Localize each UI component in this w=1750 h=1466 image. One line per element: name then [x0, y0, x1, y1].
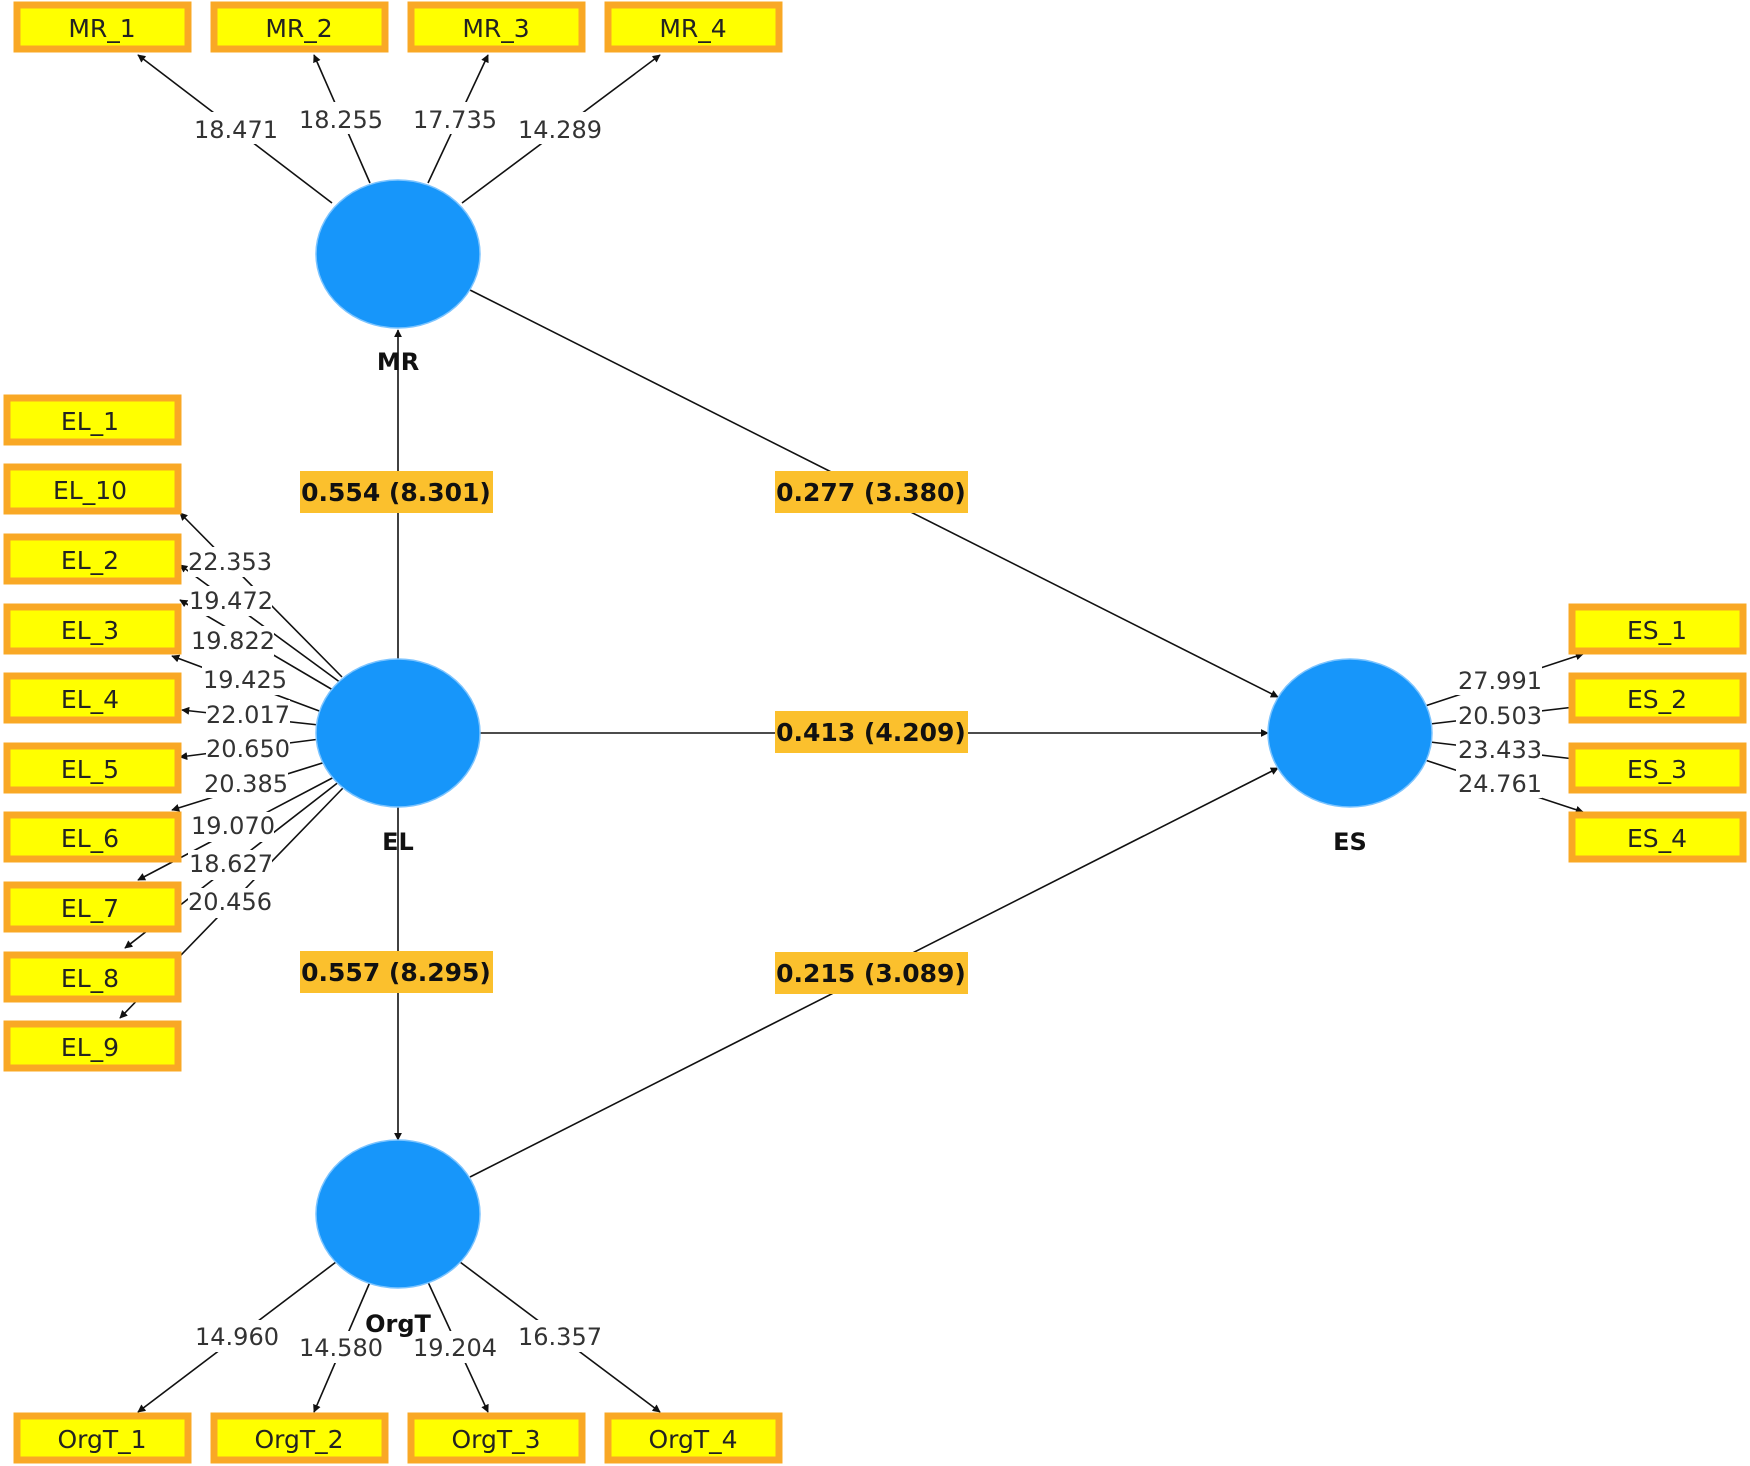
indicator-mr-2[interactable]: MR_2: [265, 14, 332, 43]
indicator-es-2[interactable]: ES_2: [1627, 685, 1687, 714]
indicator-el-6[interactable]: EL_6: [61, 824, 119, 853]
loading-el-10: 19.472: [189, 587, 273, 615]
path-coef-el-mr: 0.554 (8.301): [301, 478, 491, 507]
indicator-mr-4[interactable]: MR_4: [659, 14, 726, 43]
construct-es-label: ES: [1333, 828, 1367, 856]
loading-el-5: 20.650: [206, 735, 290, 763]
loading-el-8: 18.627: [189, 850, 273, 878]
loading-mr-1: 18.471: [194, 116, 278, 144]
indicator-orgt-2[interactable]: OrgT_2: [254, 1425, 343, 1454]
indicator-orgt-1[interactable]: OrgT_1: [57, 1425, 146, 1454]
loading-el-4: 22.017: [206, 701, 290, 729]
path-coef-mr-es: 0.277 (3.380): [776, 478, 966, 507]
construct-es-circle[interactable]: [1267, 658, 1433, 808]
construct-orgt-circle[interactable]: [315, 1139, 481, 1289]
indicator-orgt-3[interactable]: OrgT_3: [451, 1425, 540, 1454]
loading-el-1: 22.353: [188, 548, 272, 576]
path-coef-el-es: 0.413 (4.209): [776, 718, 966, 747]
loading-el-7: 19.070: [191, 812, 275, 840]
indicator-es-4[interactable]: ES_4: [1627, 824, 1687, 853]
indicator-es-1[interactable]: ES_1: [1627, 616, 1687, 645]
loading-orgt-2: 14.580: [299, 1334, 383, 1362]
loading-es-1: 27.991: [1458, 667, 1542, 695]
loading-orgt-3: 19.204: [413, 1334, 497, 1362]
loading-es-3: 23.433: [1458, 736, 1542, 764]
construct-mr-circle[interactable]: [315, 179, 481, 329]
indicator-el-8[interactable]: EL_8: [61, 964, 119, 993]
loading-mr-2: 18.255: [299, 106, 383, 134]
indicator-mr-3[interactable]: MR_3: [462, 14, 529, 43]
indicator-es-3[interactable]: ES_3: [1627, 755, 1687, 784]
indicator-el-4[interactable]: EL_4: [61, 685, 119, 714]
indicator-el-5[interactable]: EL_5: [61, 755, 119, 784]
construct-el-circle[interactable]: [315, 658, 481, 808]
construct-mr-label: MR: [377, 348, 419, 376]
path-coef-orgt-es: 0.215 (3.089): [776, 959, 966, 988]
loading-mr-4: 14.289: [518, 116, 602, 144]
indicator-el-2[interactable]: EL_2: [61, 546, 119, 575]
loading-el-9: 20.456: [188, 888, 272, 916]
loading-mr-3: 17.735: [413, 106, 497, 134]
loading-el-3: 19.425: [203, 666, 287, 694]
indicator-el-9[interactable]: EL_9: [61, 1033, 119, 1062]
loading-orgt-4: 16.357: [518, 1323, 602, 1351]
indicator-el-3[interactable]: EL_3: [61, 616, 119, 645]
construct-el-label: EL: [382, 828, 414, 856]
construct-orgt-label: OrgT: [365, 1310, 431, 1338]
loading-el-6: 20.385: [204, 770, 288, 798]
indicator-el-1[interactable]: EL_1: [61, 407, 119, 436]
loading-orgt-1: 14.960: [195, 1323, 279, 1351]
loading-es-4: 24.761: [1458, 770, 1542, 798]
indicator-orgt-4[interactable]: OrgT_4: [648, 1425, 737, 1454]
indicator-el-7[interactable]: EL_7: [61, 894, 119, 923]
loading-el-2: 19.822: [191, 627, 275, 655]
indicator-el-10[interactable]: EL_10: [53, 476, 127, 505]
path-coef-el-orgt: 0.557 (8.295): [301, 958, 491, 987]
el-loading-labels: 22.353 19.472 19.822 19.425 22.017 20.65…: [188, 547, 290, 918]
indicator-mr-1[interactable]: MR_1: [68, 14, 135, 43]
loading-es-2: 20.503: [1458, 702, 1542, 730]
